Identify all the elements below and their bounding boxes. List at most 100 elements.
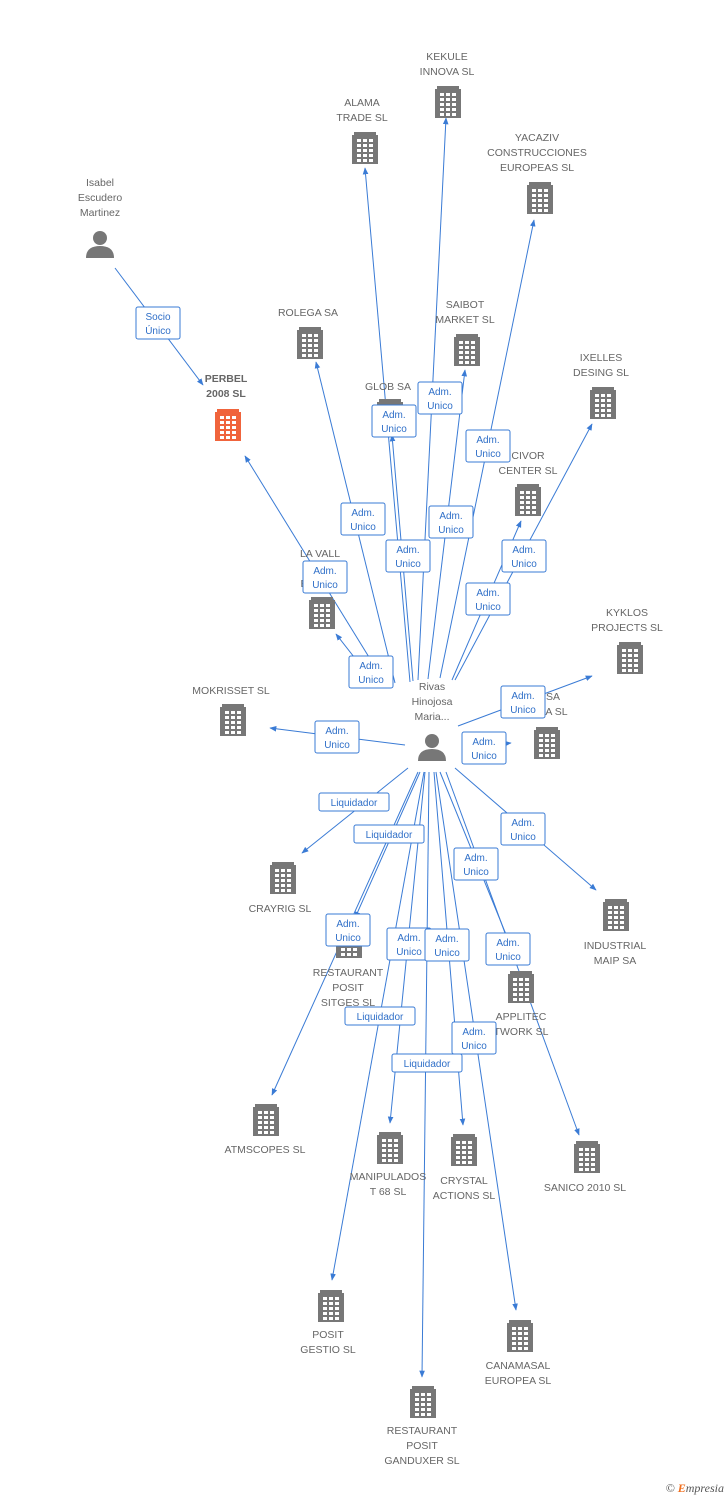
building-icon-roof xyxy=(536,727,558,731)
building-icon-roof xyxy=(592,387,614,391)
node-civor[interactable]: CIVOR CENTER SL xyxy=(499,450,558,516)
building-icon-window xyxy=(620,916,624,919)
building-icon-window xyxy=(634,669,638,672)
building-icon-window xyxy=(512,1327,516,1330)
edge-badge-rivas-atmscopes: Adm.Unico xyxy=(325,913,371,947)
building-icon-window xyxy=(634,664,638,667)
node-label-crystal: CRYSTAL xyxy=(440,1175,488,1187)
edge-badge-rivas-restsitges: Liquidador xyxy=(353,824,425,844)
badge-box xyxy=(428,505,474,539)
building-icon-window xyxy=(513,998,517,1001)
building-icon-window xyxy=(264,1116,268,1119)
building-icon-window xyxy=(634,659,638,662)
building-icon-roof xyxy=(437,86,459,90)
building-icon-window xyxy=(513,988,517,991)
node-label-yacaziv: EUROPEAS SL xyxy=(500,162,574,174)
building-icon-window xyxy=(601,404,605,407)
building-icon-window xyxy=(628,654,632,657)
node-label-alama: TRADE SL xyxy=(336,112,388,124)
edge-badge-rivas-industrial: Adm.Unico xyxy=(500,812,546,846)
node-atmscopes[interactable]: ATMSCOPES SL xyxy=(225,1104,306,1156)
building-icon-window xyxy=(579,1148,583,1151)
node-sanico[interactable]: SANICO 2010 SL xyxy=(544,1141,626,1194)
building-icon-window xyxy=(446,103,450,106)
building-icon-window xyxy=(608,926,612,929)
node-rolega[interactable]: ROLEGA SA xyxy=(278,307,338,359)
building-icon-window xyxy=(607,414,611,417)
building-icon-window xyxy=(608,906,612,909)
badge-box xyxy=(500,812,546,846)
node-label-civor: CENTER SL xyxy=(499,465,558,477)
building-icon-window xyxy=(465,356,469,359)
building-icon-roof xyxy=(379,1132,401,1136)
badge-label: Adm. xyxy=(472,737,495,748)
building-icon-window xyxy=(526,506,530,509)
building-icon-window xyxy=(258,1121,262,1124)
building-icon-window xyxy=(353,953,357,956)
building-icon-window xyxy=(363,149,367,152)
building-icon-window xyxy=(275,884,279,887)
building-icon-window xyxy=(308,339,312,342)
badge-label: Adm. xyxy=(476,588,499,599)
building-icon-window xyxy=(314,604,318,607)
building-icon-window xyxy=(524,1342,528,1345)
building-icon-window xyxy=(614,916,618,919)
building-icon-window xyxy=(335,1302,339,1305)
building-icon-window xyxy=(512,1347,516,1350)
building-icon-window xyxy=(585,1168,589,1171)
node-crayrig[interactable]: CRAYRIG SL xyxy=(249,862,312,915)
building-icon-window xyxy=(415,1403,419,1406)
building-icon-window xyxy=(471,346,475,349)
badge-label: Unico xyxy=(475,449,501,460)
edge-badge-rivas-applitec: Adm.Unico xyxy=(453,847,499,881)
building-icon-window xyxy=(607,404,611,407)
building-icon-roof xyxy=(255,1104,277,1108)
building-icon-window xyxy=(326,619,330,622)
building-icon-window xyxy=(525,983,529,986)
node-label-lavall: LA VALL xyxy=(300,548,340,560)
node-label-rivas: Rivas xyxy=(419,681,445,693)
building-icon-window xyxy=(440,103,444,106)
building-icon-window xyxy=(302,349,306,352)
building-icon-window xyxy=(326,609,330,612)
badge-box xyxy=(135,306,181,340)
building-icon-window xyxy=(226,426,230,429)
building-icon-window xyxy=(394,1154,398,1157)
node-label-isabel: Escudero xyxy=(78,192,123,204)
building-icon-window xyxy=(585,1158,589,1161)
edge-badge-rivas-sasl: Adm. Unico xyxy=(461,731,507,765)
node-label-canamasal: EUROPEA SL xyxy=(485,1375,552,1387)
node-label-civor: CIVOR xyxy=(511,450,545,462)
building-icon-window xyxy=(270,1126,274,1129)
building-icon-window xyxy=(452,103,456,106)
building-icon-window xyxy=(226,416,230,419)
edge-badge-rivas-canamasal: Adm.Unico xyxy=(451,1021,497,1055)
node-mokrisset[interactable]: MOKRISSET SL xyxy=(192,685,270,736)
building-icon-window xyxy=(335,1297,339,1300)
badge-label: Unico xyxy=(471,751,497,762)
building-icon-window xyxy=(427,1398,431,1401)
building-icon-roof xyxy=(529,182,551,186)
node-rivas[interactable]: RivasHinojosaMaria... xyxy=(412,681,453,761)
node-label-sanico: SANICO 2010 SL xyxy=(544,1182,626,1194)
building-icon-window xyxy=(634,649,638,652)
building-icon-window xyxy=(369,139,373,142)
badge-label: Adm. xyxy=(462,1027,485,1038)
building-icon-window xyxy=(258,1111,262,1114)
